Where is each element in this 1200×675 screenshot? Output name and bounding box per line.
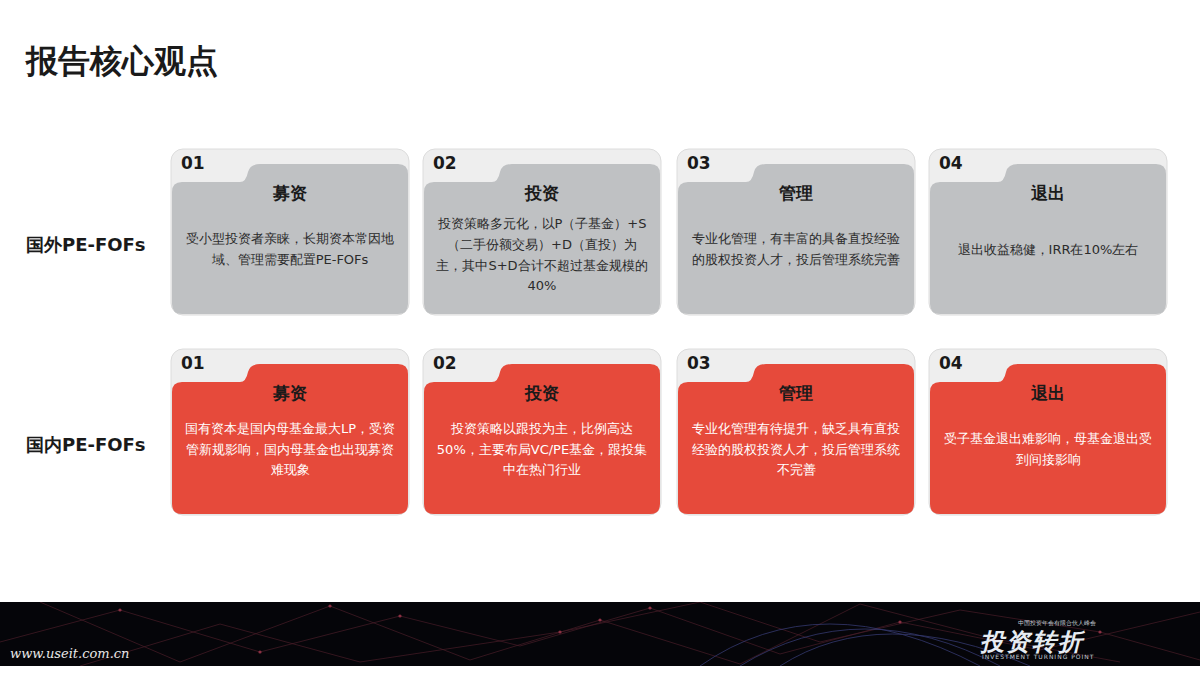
logo-event: 中国投资年会有限合伙人峰会	[1018, 619, 1096, 628]
row-label: 国外PE-FOFs	[26, 233, 146, 257]
card-heading: 投资	[422, 182, 662, 205]
card-body: 投资策略多元化，以P（子基金）+S（二手份额交易）+D（直投）为主，其中S+D合…	[436, 214, 648, 297]
folder-card: 01 募资受小型投资者亲睐，长期资本常因地域、管理需要配置PE-FOFs	[170, 148, 410, 316]
card-number: 01	[181, 153, 205, 173]
card-number: 04	[939, 153, 963, 173]
card-number: 03	[687, 353, 711, 373]
folder-card: 02 投资投资策略以跟投为主，比例高达50%，主要布局VC/PE基金，跟投集中在热…	[422, 348, 662, 516]
card-body: 国有资本是国内母基金最大LP，受资管新规影响，国内母基金也出现募资难现象	[184, 419, 396, 481]
card-body: 受子基金退出难影响，母基金退出受到间接影响	[942, 429, 1154, 471]
card-shape	[928, 148, 1168, 316]
folder-card: 04 退出退出收益稳健，IRR在10%左右	[928, 148, 1168, 316]
card-heading: 退出	[928, 382, 1168, 405]
logo-subtitle: INVESTMENT TURNING POINT	[982, 653, 1094, 660]
card-body: 专业化管理，有丰富的具备直投经验的股权投资人才，投后管理系统完善	[690, 229, 902, 271]
folder-card: 03 管理专业化管理有待提升，缺乏具有直投经验的股权投资人才，投后管理系统不完善	[676, 348, 916, 516]
card-heading: 管理	[676, 182, 916, 205]
card-body: 专业化管理有待提升，缺乏具有直投经验的股权投资人才，投后管理系统不完善	[690, 419, 902, 481]
card-heading: 募资	[170, 382, 410, 405]
row-label: 国内PE-FOFs	[26, 433, 146, 457]
card-body: 退出收益稳健，IRR在10%左右	[942, 240, 1154, 261]
folder-card: 03 管理专业化管理，有丰富的具备直投经验的股权投资人才，投后管理系统完善	[676, 148, 916, 316]
card-body: 受小型投资者亲睐，长期资本常因地域、管理需要配置PE-FOFs	[184, 229, 396, 271]
card-heading: 投资	[422, 382, 662, 405]
card-heading: 退出	[928, 182, 1168, 205]
watermark: www.useit.com.cn	[10, 646, 129, 661]
folder-card: 01 募资国有资本是国内母基金最大LP，受资管新规影响，国内母基金也出现募资难现象	[170, 348, 410, 516]
card-body: 投资策略以跟投为主，比例高达50%，主要布局VC/PE基金，跟投集中在热门行业	[436, 419, 648, 481]
card-heading: 管理	[676, 382, 916, 405]
folder-card: 04 退出受子基金退出难影响，母基金退出受到间接影响	[928, 348, 1168, 516]
card-number: 01	[181, 353, 205, 373]
card-number: 03	[687, 153, 711, 173]
card-number: 04	[939, 353, 963, 373]
card-number: 02	[433, 153, 457, 173]
card-number: 02	[433, 353, 457, 373]
page-title: 报告核心观点	[26, 40, 218, 84]
folder-card: 02 投资投资策略多元化，以P（子基金）+S（二手份额交易）+D（直投）为主，其中…	[422, 148, 662, 316]
card-heading: 募资	[170, 182, 410, 205]
